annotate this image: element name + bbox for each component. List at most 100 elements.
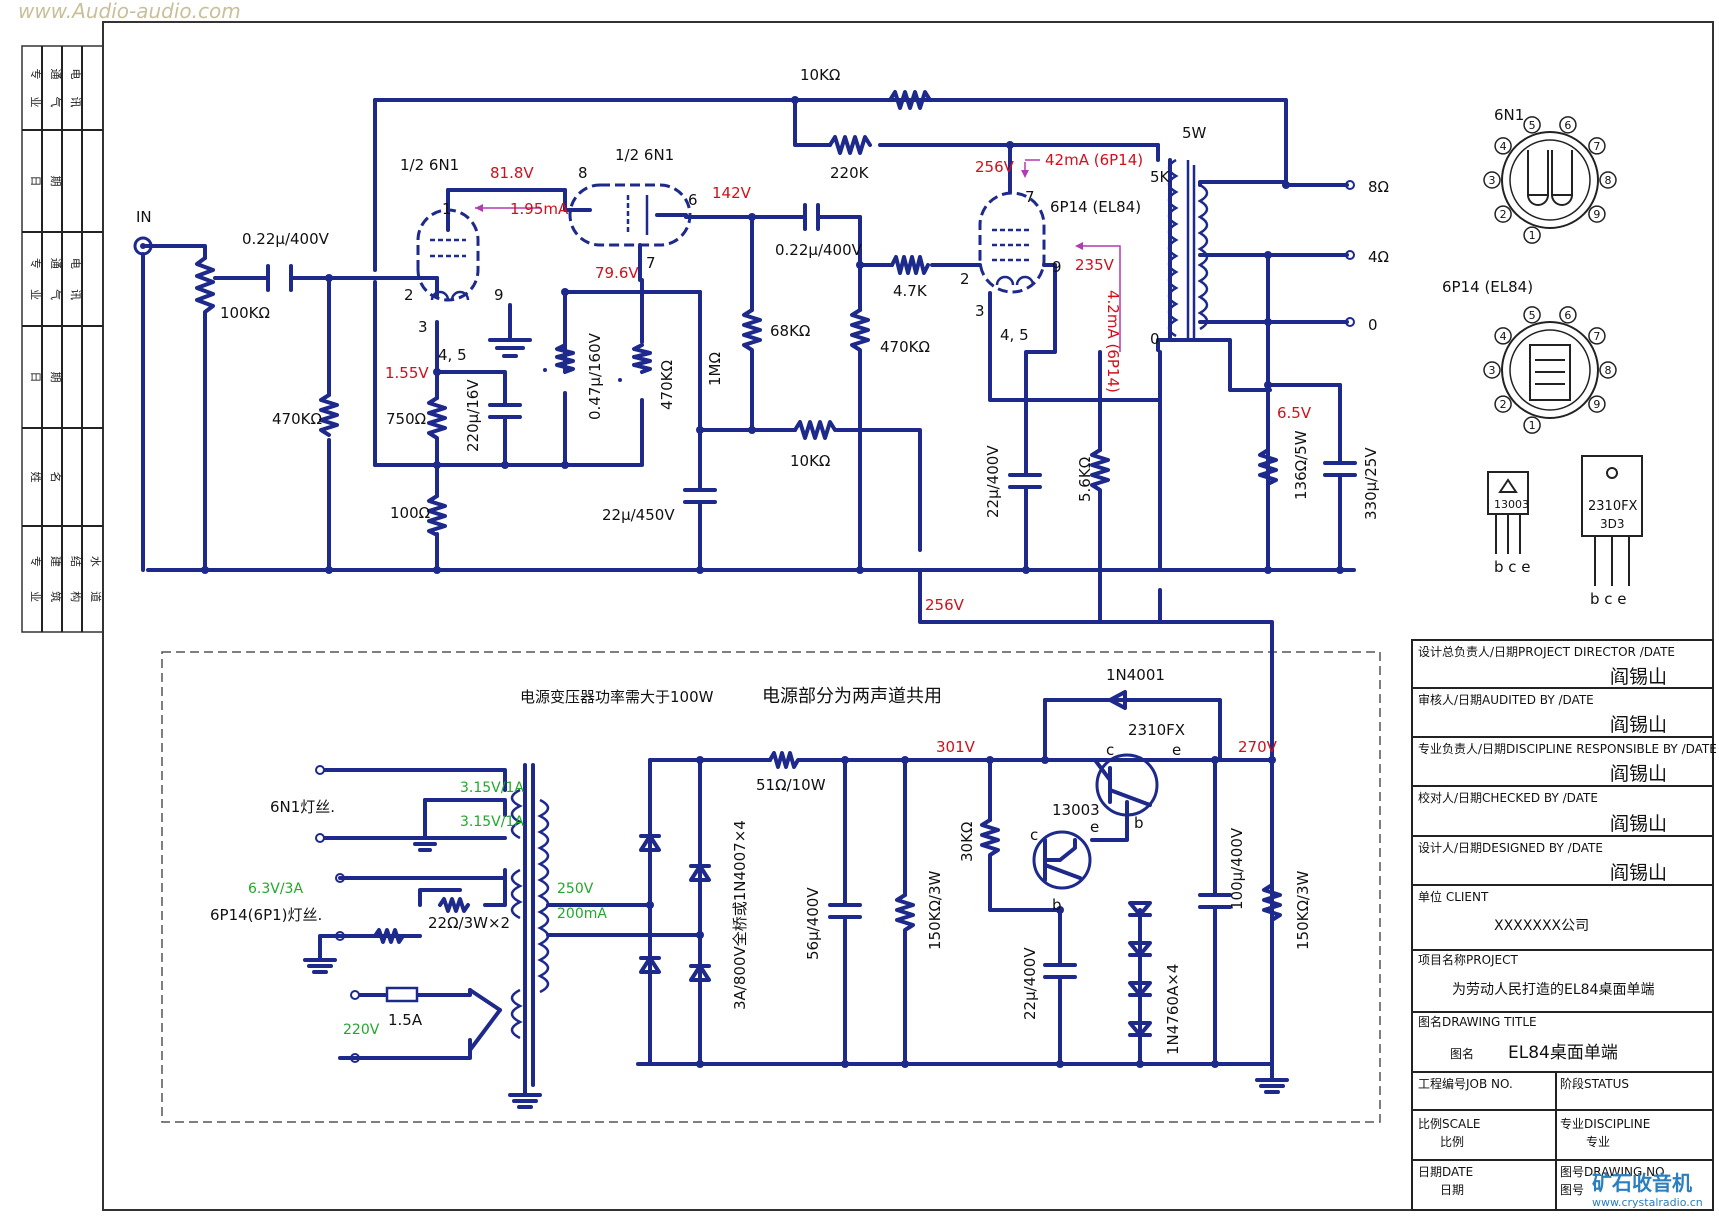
label-r-30k: 30KΩ (958, 822, 976, 862)
tb-row0-value: 阎锡山 (1610, 666, 1667, 688)
input-label: IN (136, 208, 152, 226)
current-1m95: 1.95mA (510, 200, 569, 218)
pinout-pin-number: 9 (1593, 398, 1600, 411)
pin-t3-plate: 7 (1025, 188, 1035, 206)
pinout-pin-number: 4 (1500, 140, 1507, 153)
pinout-pin (1523, 116, 1541, 134)
label-c-couple: 0.22μ/400V (775, 241, 863, 259)
tb-row4-value: 阎锡山 (1610, 862, 1667, 884)
label-rect: 3A/800V全桥或1N4007×4 (731, 820, 749, 1010)
tb-row3-value: 阎锡山 (1610, 813, 1667, 835)
side-column-char: 业 (29, 591, 42, 602)
tb-row3-label: 校对人/日期CHECKED BY /DATE (1418, 790, 1598, 805)
side-column-text: 专业通气电讯日期专业通气电讯日期姓名专业建筑结构水道 (29, 69, 103, 603)
pinout-pin (1588, 327, 1606, 345)
pinout-pin (1523, 306, 1541, 324)
label-q-driver: 13003 (1052, 801, 1100, 819)
label-sec-v: 250V (557, 881, 594, 897)
label-r-220k: 220K (830, 164, 870, 182)
tube3-label: 6P14 (EL84) (1050, 198, 1141, 216)
pin-q2-e: e (1172, 741, 1181, 759)
note-xfmr: 电源变压器功率需大于100W (520, 688, 714, 706)
label-zener: 1N4760A×4 (1164, 964, 1182, 1055)
mains-transformer-core (523, 763, 535, 1087)
output-terminal-0[interactable] (1345, 317, 1355, 327)
pinout-pin-number: 2 (1500, 208, 1507, 221)
side-column-char: 专 (29, 258, 43, 269)
volt-1v55: 1.55V (385, 364, 429, 382)
label-h1b: 3.15V/1A (460, 814, 524, 830)
pin-t2-cathode: 7 (646, 254, 656, 272)
pin-t2-plate: 6 (688, 191, 698, 209)
volt-270v: 270V (1238, 738, 1278, 756)
label-r-150b: 150KΩ/3W (1294, 870, 1312, 950)
label-r-68k: 68KΩ (770, 322, 810, 340)
label-r-grid: 470KΩ (272, 410, 322, 428)
volt-79v6: 79.6V (595, 264, 639, 282)
pinout-pin (1588, 395, 1606, 413)
pin-q1-e: e (1090, 818, 1099, 836)
label-r-heater: 22Ω/3W×2 (428, 914, 510, 932)
label-xfmr-zero: 0 (1150, 330, 1160, 348)
side-column-char: 讯 (69, 97, 82, 108)
r-750 (427, 396, 447, 448)
output-terminal-8ohm[interactable] (1345, 180, 1355, 190)
side-column-char: 业 (29, 97, 42, 108)
out-4ohm: 4Ω (1368, 248, 1389, 266)
pin-t1-heater: 4, 5 (438, 346, 467, 364)
side-column-char: 道 (89, 591, 103, 602)
label-c-in: 0.22μ/400V (242, 230, 330, 248)
tb-discipline-value: 专业 (1586, 1134, 1610, 1149)
pinout-pin-number: 8 (1605, 364, 1612, 377)
q-13003 (1032, 830, 1092, 890)
label-heater2-v: 6.3V/3A (248, 881, 303, 897)
label-c-56: 56μ/400V (804, 887, 822, 960)
current-42ma: 42mA (6P14) (1045, 151, 1143, 169)
pinout-pin (1523, 226, 1541, 244)
pin-q1-b: b (1052, 896, 1062, 914)
volt-81v8: 81.8V (490, 164, 534, 182)
r-470k-grid (319, 393, 339, 437)
watermark: www.Audio-audio.com (18, 0, 241, 23)
label-r-plate1: 470KΩ (658, 360, 676, 410)
pinout-pin (1588, 205, 1606, 223)
label-heater1: 6N1灯丝. (270, 798, 335, 816)
volt-301v: 301V (936, 738, 976, 756)
label-c-cathode: 220μ/16V (464, 379, 482, 452)
label-sec-i: 200mA (557, 906, 607, 922)
pin-t3-grid: 2 (960, 270, 970, 288)
pinout-pin (1483, 171, 1501, 189)
pinout-pin (1559, 306, 1577, 324)
pinout-pin (1559, 116, 1577, 134)
side-column-char: 建 (49, 556, 63, 567)
cap-in (266, 264, 293, 292)
tb-date-label: 日期DATE (1418, 1165, 1473, 1179)
label-c-22: 22μ/400V (1021, 947, 1039, 1020)
label-xfmr-power: 5W (1182, 124, 1207, 142)
label-r-cath3: 5.6KΩ (1076, 457, 1094, 502)
tb-row1-value: 阎锡山 (1610, 714, 1667, 736)
side-column-char: 业 (29, 289, 42, 300)
side-column-char: 水 (89, 556, 102, 567)
top-bus (373, 98, 1349, 187)
label-r-cathode: 750Ω (386, 410, 426, 428)
pinout-pin-number: 6 (1564, 119, 1571, 132)
r-10k-fb (888, 90, 932, 110)
label-diode: 1N4001 (1106, 666, 1165, 684)
pinout-pin (1494, 395, 1512, 413)
output-transformer (1167, 158, 1209, 342)
tb-drawing-value: EL84桌面单端 (1508, 1043, 1618, 1063)
output-terminal-4ohm[interactable] (1345, 250, 1355, 260)
pinout-pin-number: 1 (1529, 419, 1536, 432)
tube1-label: 1/2 6N1 (400, 156, 459, 174)
pin-q1-c: c (1030, 826, 1038, 844)
tb-project-label: 项目名称PROJECT (1418, 952, 1519, 967)
side-column-char: 姓 (29, 472, 43, 483)
pin-q2-c: c (1106, 741, 1114, 759)
side-column-char: 通 (49, 258, 62, 269)
pinout-pin (1599, 171, 1617, 189)
label-fuse: 1.5A (388, 1011, 423, 1029)
tb-dwgno-label: 图号DRAWING NO. (1560, 1165, 1668, 1179)
tb-date-value: 日期 (1440, 1183, 1464, 1197)
